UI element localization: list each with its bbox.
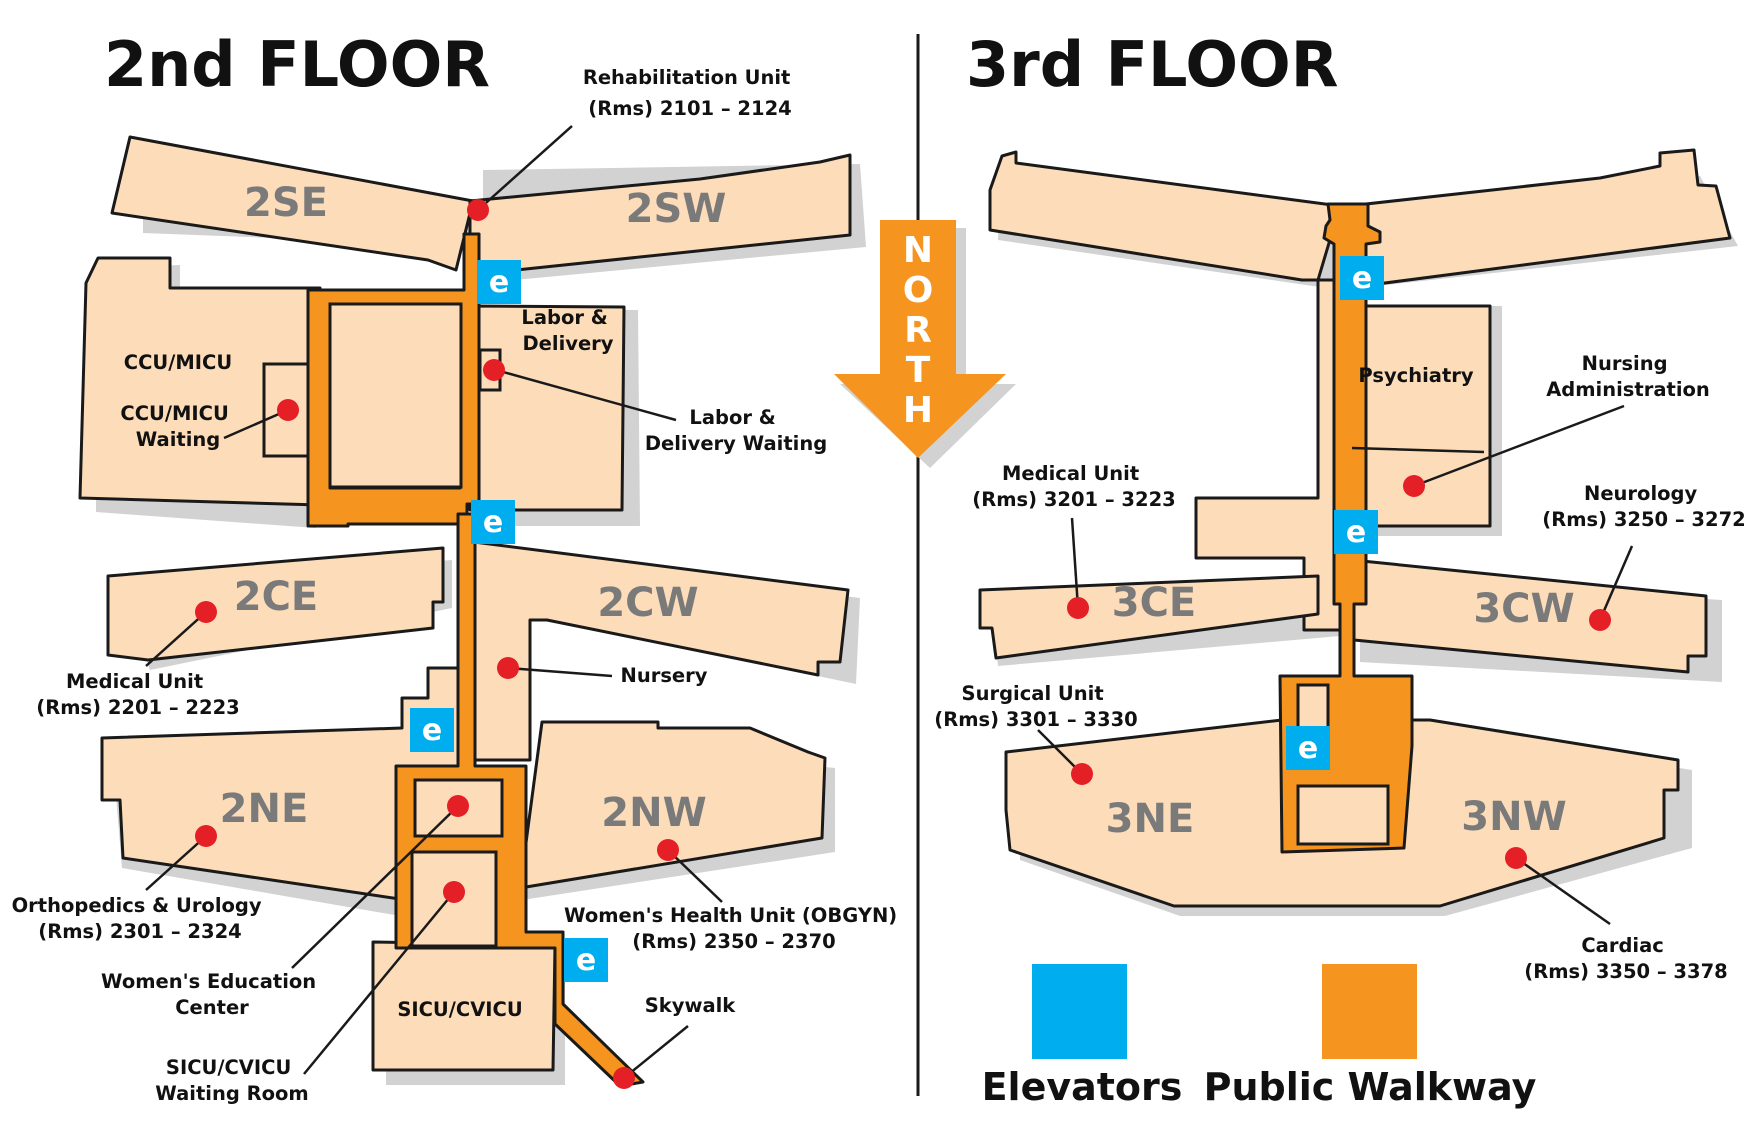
label-sicu: SICU/CVICU xyxy=(397,998,522,1021)
elevator-glyph: e xyxy=(1352,261,1372,296)
buildings-2nd xyxy=(78,135,852,1072)
wing-labels-2nd: 2SE 2SW 2CE 2CW 2NE 2NW xyxy=(220,180,727,836)
wing-labels-3rd: 3CE 3CW 3NE 3NW xyxy=(1106,580,1575,842)
wing-2ce-building xyxy=(106,546,445,662)
location-dots-3rd xyxy=(1067,475,1611,869)
dot-nursery xyxy=(497,657,519,679)
wing-label-2ne: 2NE xyxy=(220,786,309,832)
wing-label-3nw: 3NW xyxy=(1461,794,1566,840)
north-arrow: N O R T H xyxy=(834,220,1016,468)
compass-letter: O xyxy=(903,270,934,311)
wing-label-3ce: 3CE xyxy=(1112,580,1197,626)
wing-label-3ne: 3NE xyxy=(1106,796,1195,842)
area-labels-2nd: Rehabilitation Unit (Rms) 2101 – 2124 La… xyxy=(12,66,904,1105)
label-rehab: Rehabilitation Unit (Rms) 2101 – 2124 xyxy=(583,66,797,120)
dot-ccu-waiting xyxy=(277,399,299,421)
legend-label-elevators: Elevators xyxy=(982,1065,1183,1109)
label-ccu-waiting: CCU/MICU Waiting xyxy=(120,402,235,451)
dot-womens-health xyxy=(657,839,679,861)
wing-2cw-building xyxy=(472,540,850,762)
elevators-3rd: e e e xyxy=(1286,256,1384,770)
dot-womens-edu xyxy=(447,795,469,817)
wing-label-2cw: 2CW xyxy=(597,580,698,626)
wing-label-2se: 2SE xyxy=(244,180,328,226)
elevator-2nd-4 xyxy=(564,938,608,982)
walkway-2nd-upper-inner xyxy=(328,302,463,489)
label-ortho: Orthopedics & Urology (Rms) 2301 – 2324 xyxy=(12,894,269,943)
dot-medical-unit xyxy=(195,601,217,623)
wing-3ce-building xyxy=(978,574,1320,660)
label-psychiatry: Psychiatry xyxy=(1358,364,1473,387)
wing-2nw-building xyxy=(518,720,827,890)
floor-title-2nd: 2nd FLOOR xyxy=(104,28,490,101)
dot-ortho xyxy=(195,825,217,847)
legend-swatch-walkway xyxy=(1322,964,1417,1059)
elevators-2nd: e e e e xyxy=(410,260,608,982)
compass-letter: R xyxy=(904,310,932,351)
label-surgical-unit: Surgical Unit (Rms) 3301 – 3330 xyxy=(934,682,1137,731)
elevator-3rd-2 xyxy=(1334,510,1378,554)
compass-letter: T xyxy=(906,350,931,391)
legend-label-walkway: Public Walkway xyxy=(1204,1065,1537,1109)
label-labor-delivery: Labor & Delivery xyxy=(521,306,614,355)
wing-label-2sw: 2SW xyxy=(626,186,727,232)
dot-surgical-unit xyxy=(1071,763,1093,785)
label-medical-unit-3: Medical Unit (Rms) 3201 – 3223 xyxy=(972,462,1175,511)
legend-swatch-elevators xyxy=(1032,964,1127,1059)
walkway-3rd-room-small xyxy=(1296,683,1330,731)
label-nursery: Nursery xyxy=(621,664,708,687)
floor-title-3rd: 3rd FLOOR xyxy=(966,28,1338,101)
elevator-glyph: e xyxy=(576,943,596,978)
elevator-glyph: e xyxy=(1298,731,1318,766)
label-ld-waiting: Labor & Delivery Waiting xyxy=(645,406,827,455)
label-nursing-admin: Nursing Administration xyxy=(1546,352,1710,401)
walkway-2nd xyxy=(262,232,645,1088)
wing-label-3cw: 3CW xyxy=(1473,586,1574,632)
dot-nursing-admin xyxy=(1403,475,1425,497)
dot-rehab xyxy=(467,199,489,221)
compass-letter: N xyxy=(903,230,933,271)
dot-medical-unit-3 xyxy=(1067,597,1089,619)
dot-cardiac xyxy=(1505,847,1527,869)
label-cardiac: Cardiac (Rms) 3350 – 3378 xyxy=(1524,934,1727,983)
label-medical-unit-2: Medical Unit (Rms) 2201 – 2223 xyxy=(36,670,239,719)
dot-sicu-waiting xyxy=(443,881,465,903)
leader-lines-2nd xyxy=(145,125,723,1079)
elevator-2nd-3 xyxy=(410,708,454,752)
label-womens-health: Women's Health Unit (OBGYN) (Rms) 2350 –… xyxy=(564,904,904,953)
elevator-2nd-1 xyxy=(477,260,521,304)
elevator-2nd-2 xyxy=(471,500,515,544)
second-floor-map: e e e e 2SE 2SW 2CE 2CW 2NE 2NW xyxy=(12,66,904,1105)
elevator-3rd-3 xyxy=(1286,726,1330,770)
wing-label-2nw: 2NW xyxy=(601,790,706,836)
location-dots-2nd xyxy=(195,199,679,1089)
legend: Elevators Public Walkway xyxy=(982,964,1537,1109)
walkway-3rd-room-large xyxy=(1296,784,1390,846)
elevator-glyph: e xyxy=(489,265,509,300)
elevator-glyph: e xyxy=(483,505,503,540)
label-ccu-micu: CCU/MICU xyxy=(124,351,232,374)
label-womens-edu: Women's Education Center xyxy=(101,970,323,1019)
third-floor-map: e e e 3CE 3CW 3NE 3NW Psy xyxy=(934,148,1746,983)
elevator-glyph: e xyxy=(1346,515,1366,550)
label-skywalk: Skywalk xyxy=(645,994,737,1017)
dot-labor-waiting xyxy=(483,359,505,381)
elevator-3rd-1 xyxy=(1340,256,1384,300)
dot-neurology xyxy=(1589,609,1611,631)
elevator-glyph: e xyxy=(422,713,442,748)
wing-label-2ce: 2CE xyxy=(234,574,319,620)
label-neurology: Neurology (Rms) 3250 – 3272 xyxy=(1542,482,1745,531)
ccu-micu-building xyxy=(78,256,322,507)
dot-skywalk xyxy=(613,1067,635,1089)
compass-letter: H xyxy=(903,390,933,431)
area-labels-3rd: Psychiatry Nursing Administration Medica… xyxy=(934,352,1745,983)
label-sicu-waiting: SICU/CVICU Waiting Room xyxy=(155,1056,308,1105)
wing-2se-building xyxy=(110,135,475,272)
